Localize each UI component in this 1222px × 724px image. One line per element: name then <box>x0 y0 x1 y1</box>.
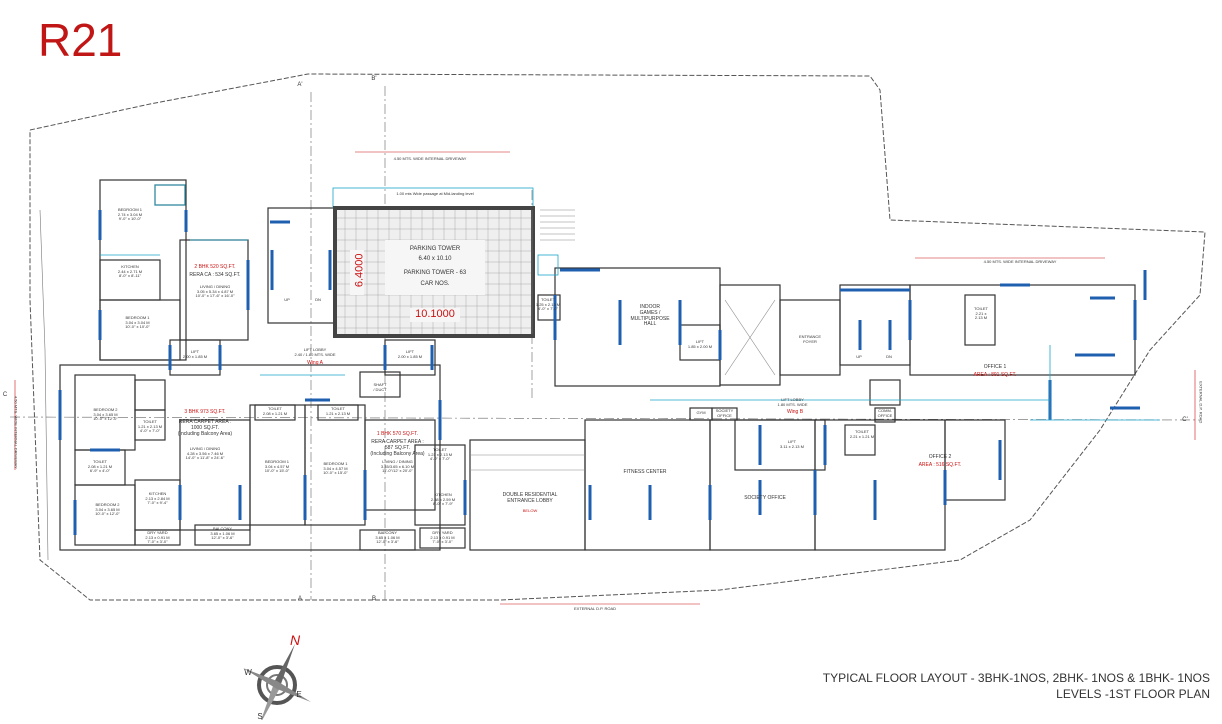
room-label: BALCONY 3.65 x 1.06 M 12'-0" x 3'-6" <box>210 526 235 541</box>
section-marker-b-top: B' <box>371 76 377 82</box>
driveway-top-label: 4.50 MTS. WIDE INTERNAL DRIVEWAY <box>393 156 467 161</box>
room-label: LIVING / DINING 3.35/3.65 x 6.10 M 11'-0… <box>380 459 415 474</box>
room-label: LIVING / DINING 4.28 x 3.56 x 7.46 M 14'… <box>185 446 225 461</box>
room-label: LIVING / DINING 3.05 x 5.34 x 4.87 M 10'… <box>195 284 235 299</box>
toilet-wing-b-label: TOILET 1.25 x 2.13 M 4'-0" x 7'-0" <box>535 297 561 312</box>
parking-tower-count: PARKING TOWER - 63 <box>403 270 467 276</box>
parking-tower-title: PARKING TOWER <box>409 246 461 252</box>
wing-a-label: Wing A <box>307 360 323 366</box>
room-label: BALCONY 3.65 x 1.06 M 12'-0" x 3'-6" <box>375 530 400 545</box>
double-lobby-label: DOUBLE RESIDENTIAL ENTRANCE LOBBY <box>502 492 558 504</box>
road-left-label: 4.50 MTS. WIDE INTERNAL DRIVEWAY <box>13 395 19 469</box>
lift-lobby-a-label: LIFT LOBBY 2.40 / 1.80 MTS. WIDE <box>294 347 336 357</box>
section-marker-c-right: C' <box>1182 417 1188 423</box>
room-label: TOILET 1.21 x 2.13 M <box>325 406 351 416</box>
society-office-label: SOCIETY OFFICE <box>744 495 786 501</box>
office2-area-label: AREA : 516 SQ.FT. <box>918 462 962 468</box>
toilet-office2-label: TOILET 2.21 x 1.21 M <box>849 429 875 439</box>
indoor-games-label: INDOOR GAMES / MULTIPURPOSE HALL <box>630 304 670 328</box>
site-boundary <box>29 73 1206 601</box>
plan-caption-line1: TYPICAL FLOOR LAYOUT - 3BHK-1NOS, 2BHK- … <box>822 671 1210 685</box>
toilet-office1-label: TOILET 2.21 x 2.13 M <box>974 306 988 321</box>
office2-label: OFFICE 2 <box>928 454 952 460</box>
compass-icon <box>243 644 311 720</box>
room-label: BEDROOM 1 3.04 x 4.57 M 10'-0" x 15'-0" <box>323 461 348 476</box>
room-label: TOILET 2.08 x 1.21 M 6'-9" x 4'-0" <box>87 459 113 474</box>
room-label: DRY YARD 2.13 x 0.91 M 7'-0" x 3'-0" <box>145 530 170 545</box>
society-office-small-label: SOCIETY OFFICE <box>715 408 734 418</box>
section-marker-a-top: A' <box>297 82 303 88</box>
entrance-foyer-label: ENTRANCE FOYER <box>798 334 821 344</box>
room-label: BEDROOM 1 3.04 x 3.04 M 10'-0" x 10'-0" <box>125 315 150 330</box>
room-label: KITCHEN 2.44 x 2.71 M 8'-0" x 8'-11" <box>117 264 143 279</box>
room-label: KITCHEN 2.13 x 2.84 M 7'-0" x 9'-4" <box>145 491 170 506</box>
office1-area-label: AREA : 891 SQ.FT. <box>973 372 1017 378</box>
comm-office-label: COMM. OFFICE <box>877 408 893 418</box>
lift-c-label: LIFT 1.85 x 2.00 M <box>687 339 713 349</box>
room-label: BEDROOM 2 3.04 x 3.65 M 10'-0" x 12'-0" <box>93 407 118 422</box>
unit-1bhk-title: 1 BHK 570 SQ.FT. <box>376 431 419 437</box>
compass-south: S <box>257 712 263 721</box>
unit-3bhk-rera: RERA CARPET AREA : 1000 SQ.FT. (Includin… <box>177 419 233 437</box>
lift-a-label: LIFT 2.00 x 1.85 M <box>182 349 208 359</box>
section-marker-a-bottom: A <box>297 596 302 602</box>
gym-label: GYM <box>696 410 706 415</box>
stair-dn-label: DN <box>315 297 321 302</box>
wing-b-label: Wing B <box>786 409 804 415</box>
room-label: TOILET 1.21 x 2.13 M 4'-0" x 7'-0" <box>427 447 453 462</box>
compass-west: W <box>244 668 252 677</box>
unit-2bhk-rera: RERA CA : 534 SQ.FT. <box>189 272 241 278</box>
compass-north: N <box>289 632 301 648</box>
section-marker-c-left: C <box>2 392 8 398</box>
room-label: TOILET 2.08 x 1.21 M <box>262 406 288 416</box>
lobby-note-label: BELOW <box>522 508 538 513</box>
room-label: DRY YARD 2.13 x 0.91 M 7'-0" x 3'-0" <box>430 530 455 545</box>
road-bottom-label: EXTERNAL D.P. ROAD <box>573 606 616 611</box>
lift-d-label: LIFT 3.11 x 2.13 M <box>780 439 804 449</box>
stair-up-label: UP <box>856 354 862 359</box>
plan-caption-line2: LEVELS -1ST FLOOR PLAN <box>1056 687 1210 701</box>
fitness-center-label: FITNESS CENTER <box>623 469 667 475</box>
room-label: BEDROOM 2 3.04 x 3.65 M 10'-0" x 12'-0" <box>95 502 120 517</box>
driveway-right-label: 4.50 MTS. WIDE INTERNAL DRIVEWAY <box>983 259 1057 264</box>
unit-3bhk-title: 3 BHK 973 SQ.FT. <box>184 409 226 415</box>
room-label: TOILET 1.21 x 2.13 M 4'-0" x 7'-0" <box>137 419 163 434</box>
room-label: KITCHEN 2.38 x 2.59 M 8'-0" x 7'-9" <box>430 492 456 507</box>
parking-dim-vertical: 6.4000 <box>353 253 366 288</box>
shaft-label: SHAFT / DUCT <box>373 382 387 392</box>
parking-dim-horizontal: 10.1000 <box>415 308 455 320</box>
parking-tower-size: 6.40 x 10.10 <box>418 256 452 262</box>
parking-passage-label: 1.00 mts Wide passage at Mid-landing lev… <box>396 191 474 196</box>
section-marker-b-bottom: B <box>371 596 376 602</box>
lift-lobby-b-label: LIFT LOBBY 1.80 MTS. WIDE <box>777 397 808 407</box>
office1-label: OFFICE 1 <box>983 364 1007 370</box>
page-code: R21 <box>38 14 123 66</box>
road-right-label: EXTERNAL D.P. ROAD <box>1198 381 1204 424</box>
unit-1bhk-rera: RERA CARPET AREA : 587 SQ.FT. (Including… <box>370 439 425 457</box>
stair-up-label: UP <box>284 297 290 302</box>
room-label: BEDROOM 1 3.04 x 4.57 M 10'-0" x 15'-0" <box>264 459 290 474</box>
stair-dn-label: DN <box>886 354 892 359</box>
unit-2bhk-title: 2 BHK 520 SQ.FT. <box>194 264 236 270</box>
room-label: BEDROOM 1 2.74 x 3.04 M 9'-0" x 10'-0" <box>117 207 143 222</box>
compass-east: E <box>296 690 302 699</box>
lift-b-label: LIFT 2.00 x 1.85 M <box>397 349 423 359</box>
parking-tower-cars: CAR NOS. <box>420 281 450 287</box>
